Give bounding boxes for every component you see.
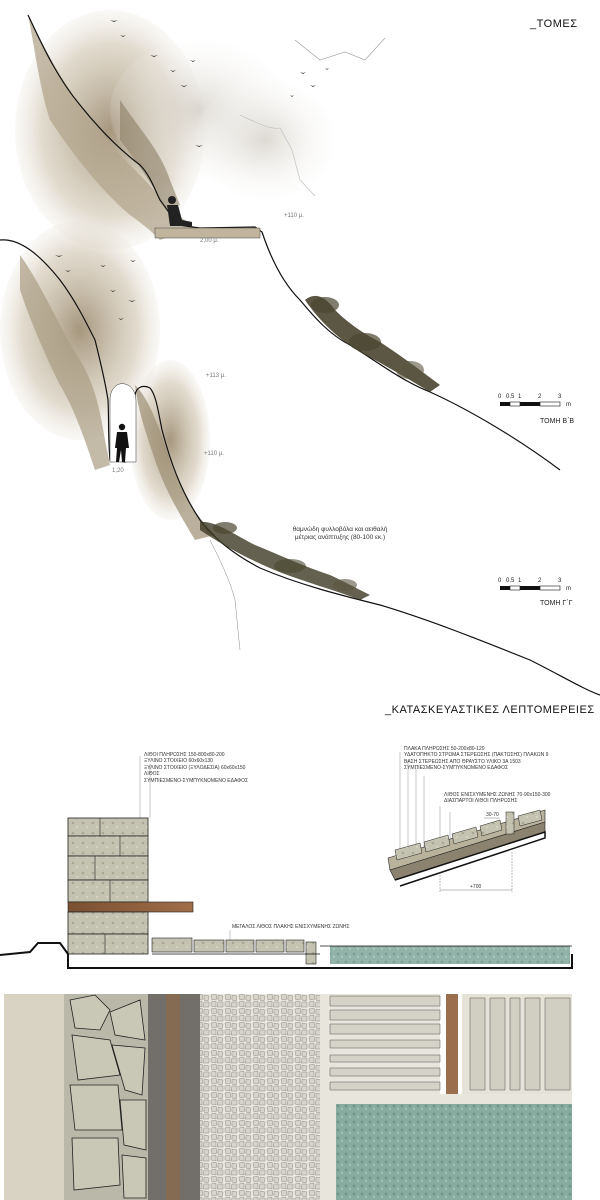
section-bb-birds bbox=[110, 20, 329, 147]
wall-note-1: ΛΙΘΟΙ ΠΛΗΡΩΣΗΣ 150-800x80-200 bbox=[144, 752, 225, 758]
scale-bb-tick-4: 3 bbox=[558, 394, 562, 400]
section-bb-vegetation bbox=[305, 295, 440, 392]
scale-bb-tick-3: 2 bbox=[538, 394, 542, 400]
slab-note-4: ΣΥΜΠΙΕΣΜΕΝΟ-ΣΥΜΠΥΚΝΩΜΕΝΟ ΕΔΑΦΟΣ bbox=[404, 765, 509, 772]
scale-gg-tick-4: 3 bbox=[558, 578, 562, 584]
detail-wall-section bbox=[0, 756, 573, 969]
scale-gg-tick-3: 2 bbox=[538, 578, 542, 584]
vegetation-note: θαμνώδη φυλλοβόλα και αειθαλή μέτριας αν… bbox=[275, 526, 405, 542]
paving-label: ΜΕΓΑΛΟΣ ΛΙΘΟΣ ΠΛΑΚΗΣ ΕΝΙΣΧΥΜΕΝΗΣ ΖΩΝΗΣ bbox=[232, 924, 350, 930]
scale-bar-gg bbox=[500, 585, 561, 591]
slab-note-3: ΒΑΣΗ ΣΤΕΡΕΩΣΗΣ ΑΠΟ ΘΡΑΥΣΤΟ ΥΛΙΚΟ 3Α 1503 bbox=[404, 758, 521, 765]
slab-note-lower-2: ΔΙΑΣΠΑΡΤΟΙ ΛΙΘΟΙ ΠΛΗΡΩΣΗΣ bbox=[444, 798, 518, 805]
section-gg-birds bbox=[55, 255, 136, 320]
wall-note-2: ΞΥΛΙΝΟ ΣΤΟΙΧΕΙΟ 60x60x130 bbox=[144, 758, 213, 765]
slab-note-1: ΠΛΑΚΑ ΠΛΗΡΩΣΗΣ 50-200x80-120 bbox=[404, 746, 485, 752]
slab-note-2: ΥΔΑΤΟΠΗΚΤΟ ΣΤΡΩΜΑ ΣΤΕΡΕΩΣΗΣ (ΠΑΚΤΩΣΗΣ) Π… bbox=[404, 752, 549, 759]
scale-bb-unit: m bbox=[566, 402, 571, 408]
section-bb-elevation: +110 μ. bbox=[284, 213, 304, 219]
slab-dim-small: 30-70 bbox=[486, 812, 499, 818]
section-bb-rock bbox=[15, 10, 335, 250]
section-gg-width: 1,20 bbox=[112, 468, 124, 474]
vegetation-note-line2: μέτριας ανάπτυξης (80-100 εκ.) bbox=[294, 534, 386, 541]
slab-notes-lower: ΛΙΘΟΣ ΕΝΙΣΧΥΜΕΝΗΣ ΖΩΝΗΣ 70-90x150-300 ΔΙ… bbox=[444, 792, 550, 805]
section-gg-standing-figure bbox=[115, 423, 129, 462]
scale-bb-tick-1: 0.5 bbox=[506, 394, 515, 400]
wall-note-4: ΛΙΘΟΣ bbox=[144, 771, 160, 778]
wall-notes: ΛΙΘΟΙ ΠΛΗΡΩΣΗΣ 150-800x80-200 ΞΥΛΙΝΟ ΣΤΟ… bbox=[144, 752, 248, 784]
section-gg-elevation-upper: +113 μ. bbox=[206, 373, 226, 379]
slab-note-lower-1: ΛΙΘΟΣ ΕΝΙΣΧΥΜΕΝΗΣ ΖΩΝΗΣ 70-90x150-300 bbox=[444, 792, 551, 798]
section-gg-rock bbox=[0, 220, 215, 540]
section-bb-seated-figure bbox=[167, 196, 192, 226]
section-gg-elevation-lower: +110 μ. bbox=[204, 451, 224, 457]
plan-view bbox=[4, 994, 572, 1200]
section-bb-width: 2,00 μ. bbox=[200, 238, 219, 244]
details-heading: _ΚΑΤΑΣΚΕΥΑΣΤΙΚΕΣ ΛΕΠΤΟΜΕΡΕΙΕΣ bbox=[385, 704, 595, 716]
wall-note-5: ΣΥΜΠΙΕΣΜΕΝΟ-ΣΥΜΠΥΚΝΩΜΕΝΟ ΕΔΑΦΟΣ bbox=[144, 777, 249, 784]
section-gg-title: ΤΟΜΗ Γ΄Γ bbox=[540, 600, 573, 607]
scale-gg-unit: m bbox=[566, 586, 571, 592]
vegetation-note-line1: θαμνώδη φυλλοβόλα και αειθαλή bbox=[292, 526, 388, 533]
section-gg-vegetation bbox=[200, 521, 370, 600]
scale-bb-tick-2: 1 bbox=[518, 394, 522, 400]
scale-gg-tick-2: 1 bbox=[518, 578, 522, 584]
sections-heading: _ΤΟΜΕΣ bbox=[530, 18, 578, 30]
section-bb-platform bbox=[154, 227, 261, 239]
scale-bar-bb bbox=[500, 401, 561, 407]
wall-note-3: ΞΥΛΙΝΟ ΣΤΟΙΧΕΙΟ (ΞΥΛΟΔΕΣΙΑ) 60x60x150 bbox=[144, 764, 246, 771]
detail-slab-section bbox=[387, 752, 546, 892]
section-gg-terrain-line bbox=[0, 239, 600, 696]
scale-gg-tick-1: 0.5 bbox=[506, 578, 515, 584]
scale-gg-tick-0: 0 bbox=[498, 578, 502, 584]
scale-bb-tick-0: 0 bbox=[498, 394, 502, 400]
slab-dim-large: +700 bbox=[470, 884, 482, 890]
section-bb-title: ΤΟΜΗ Β΄Β bbox=[540, 418, 575, 425]
slab-notes: ΠΛΑΚΑ ΠΛΗΡΩΣΗΣ 50-200x80-120 ΥΔΑΤΟΠΗΚΤΟ … bbox=[404, 746, 548, 772]
section-bb-terrain-line bbox=[27, 14, 561, 471]
